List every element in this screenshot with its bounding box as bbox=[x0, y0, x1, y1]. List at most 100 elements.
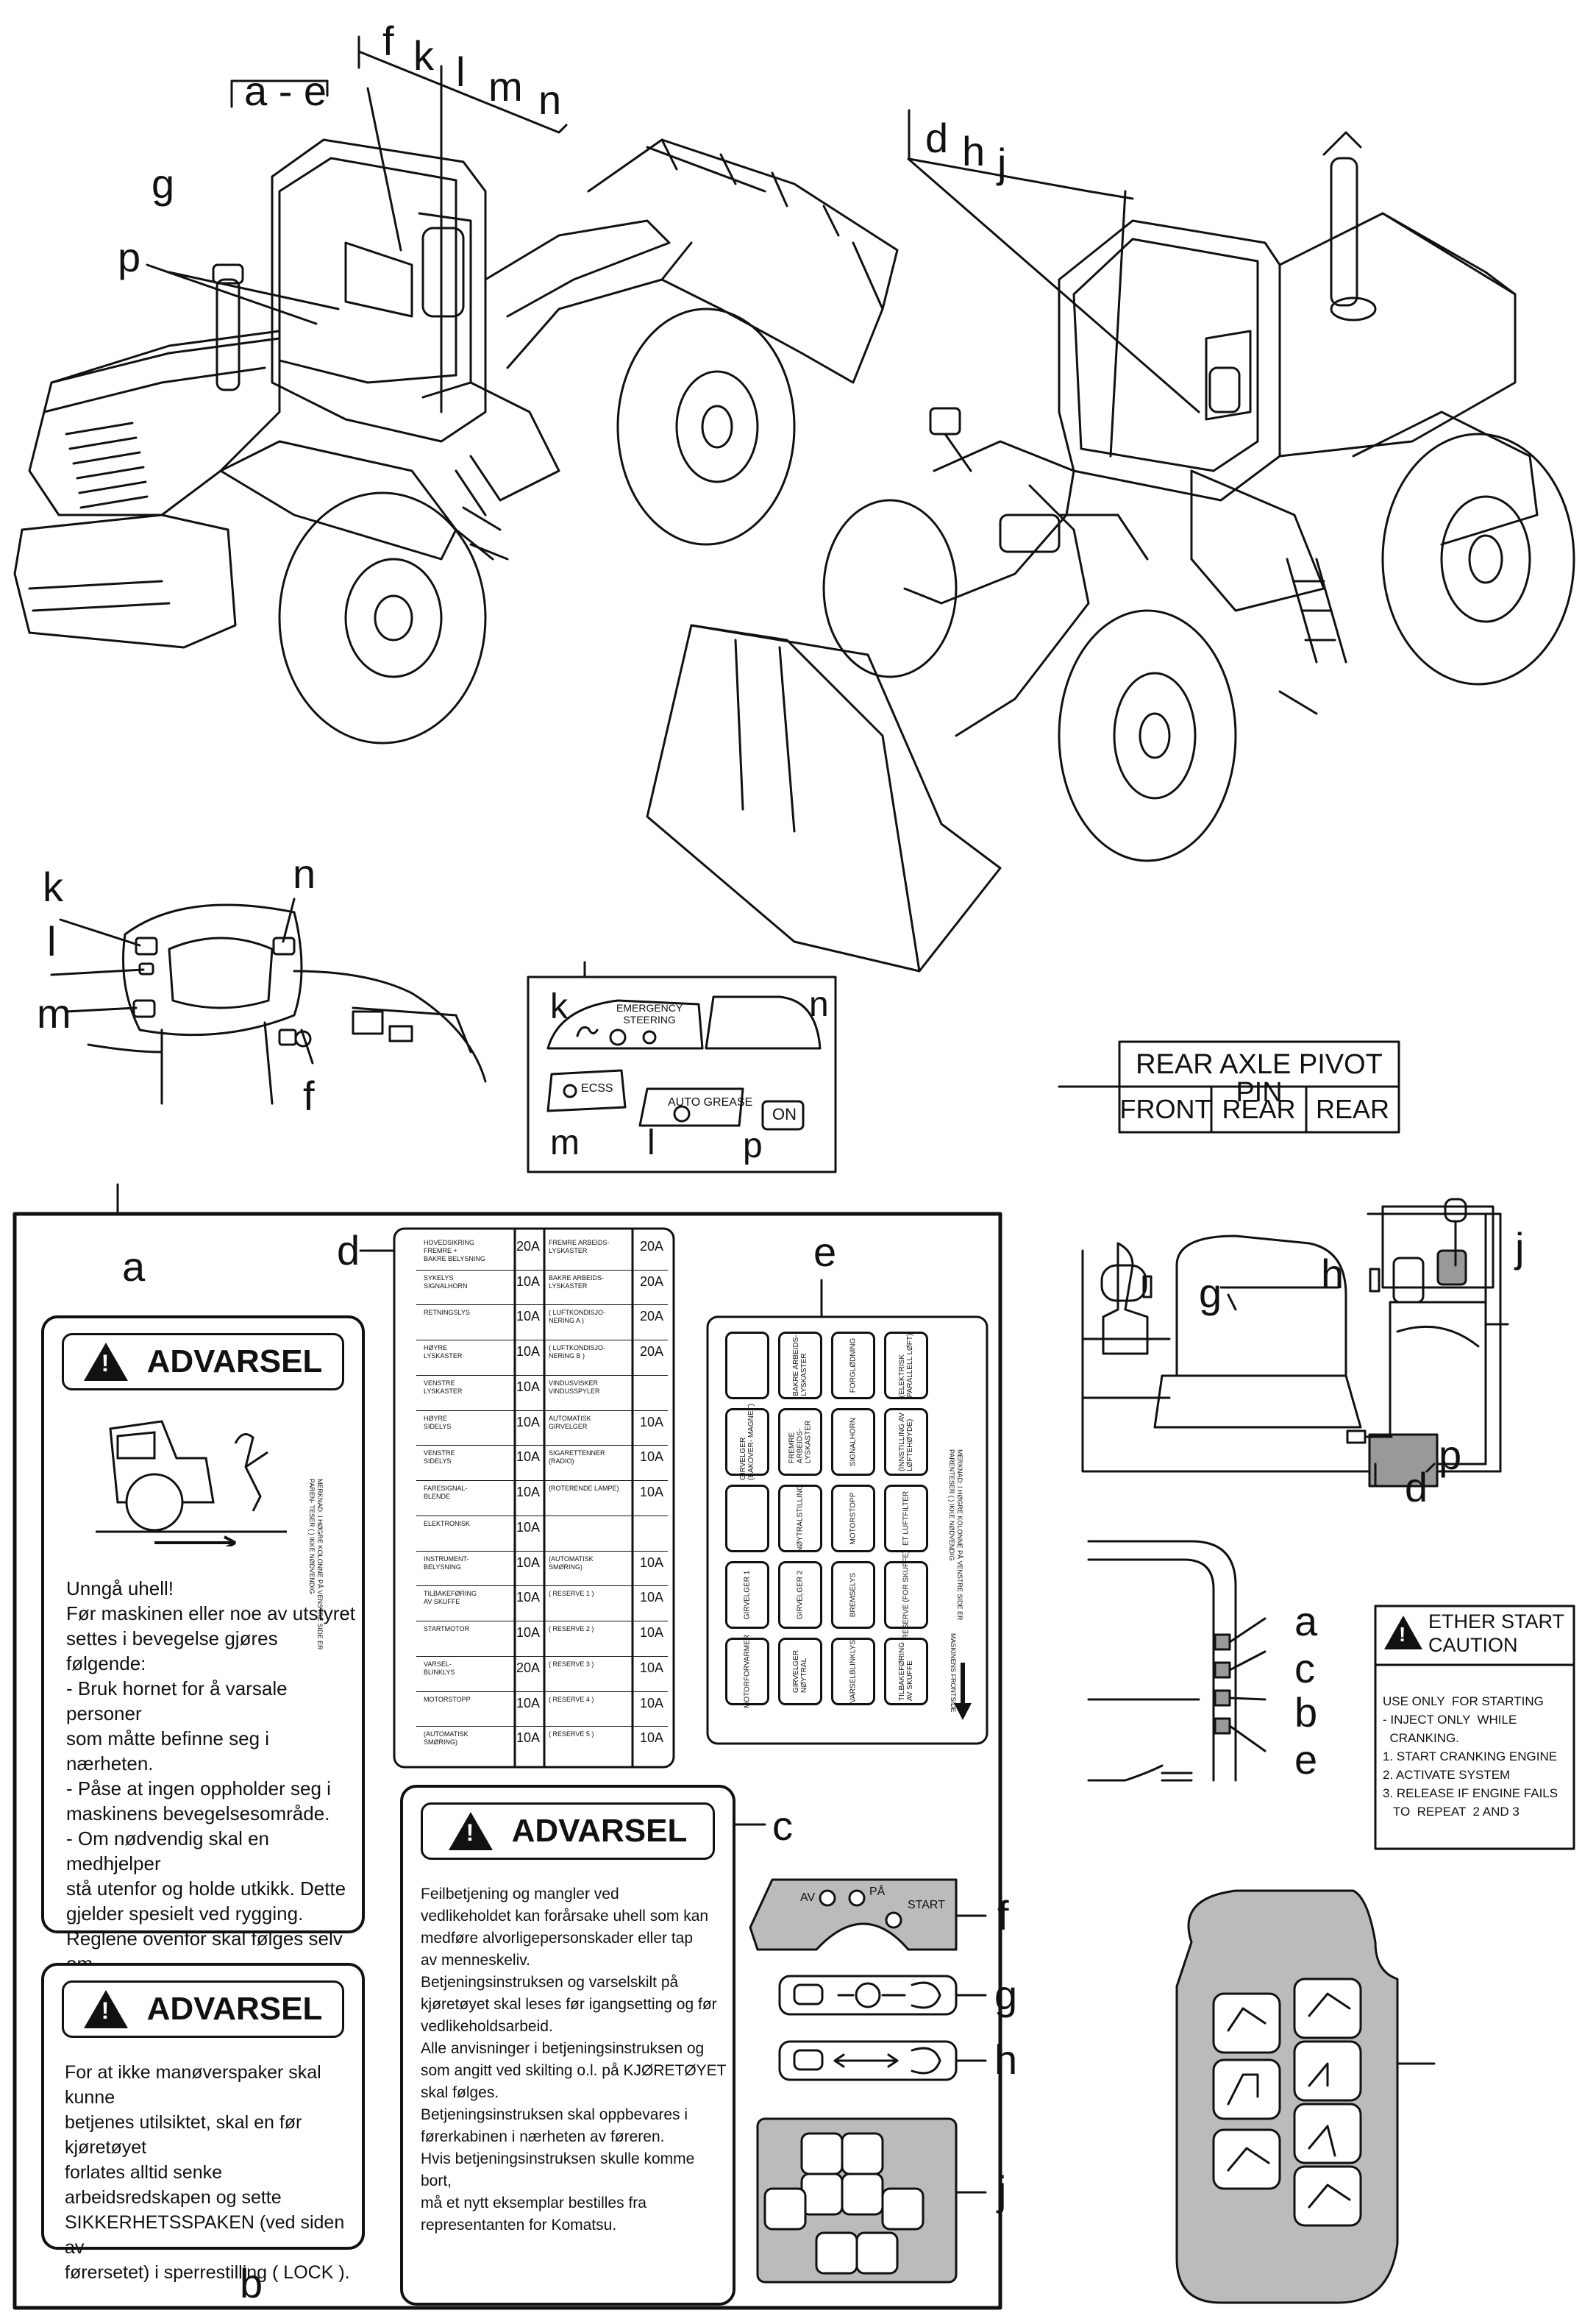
fuse-right-amp: 10A bbox=[639, 1730, 664, 1746]
fuse-right-label: AUTOMATISK GIRVELGER bbox=[549, 1414, 591, 1430]
pivot-title: REAR AXLE PIVOT PIN bbox=[1136, 1049, 1383, 1108]
fuse-right-label: ( RESERVE 4 ) bbox=[549, 1695, 594, 1703]
switch-panel-l: l bbox=[647, 1123, 655, 1162]
fuse-left-amp: 10A bbox=[516, 1485, 541, 1500]
fuse-row-divider bbox=[416, 1304, 668, 1306]
relay-cell: SIGNALHORN bbox=[831, 1408, 875, 1476]
relay-cell: NØYTRALSTILLING bbox=[778, 1485, 822, 1552]
fuse-left-label: VARSEL- BLINKLYS bbox=[424, 1660, 455, 1676]
relay-cell-label: RESERVE (FOR SKUFFE) bbox=[902, 1550, 911, 1640]
ether-title: ETHER START CAUTION bbox=[1428, 1610, 1565, 1656]
relay-cell: GIRVELGER NØYTRAL bbox=[778, 1638, 822, 1705]
fuse-left-label: ELEKTRONISK bbox=[424, 1519, 471, 1527]
callout-d2: d bbox=[337, 1227, 360, 1273]
fuse-right-amp: 10A bbox=[639, 1485, 664, 1500]
fuse-right-label: (ROTERENDE LAMPE) bbox=[549, 1485, 619, 1493]
callout-b4: b bbox=[1294, 1689, 1318, 1735]
relay-cell: GIRVELGER 2 bbox=[778, 1561, 822, 1629]
warning-triangle-icon: ! bbox=[83, 1990, 128, 2028]
callout-f2: f bbox=[303, 1073, 315, 1119]
fuse-right-amp: 10A bbox=[639, 1414, 664, 1429]
wheel-loader-front-view bbox=[646, 131, 1575, 973]
ecss-text: ECSS bbox=[581, 1082, 613, 1095]
callout-h3: h bbox=[1321, 1251, 1344, 1297]
relay-cell: ET LUFTFILTER bbox=[884, 1485, 928, 1552]
fuse-left-amp: 10A bbox=[516, 1590, 541, 1605]
fuse-row-divider bbox=[416, 1445, 668, 1446]
warning-body-b: For at ikke manøverspaker skal kunne bet… bbox=[65, 2062, 350, 2283]
relay-cell: (ELEKTRISK PARALLELL LØFT) bbox=[884, 1332, 928, 1399]
key-av-text: AV bbox=[800, 1891, 816, 1904]
relay-cell: FORGLØDNING bbox=[831, 1332, 875, 1399]
fuse-left-amp: 10A bbox=[516, 1449, 541, 1465]
callout-g: g bbox=[152, 160, 175, 207]
fuse-left-label: TILBAKEFØRING AV SKUFFE bbox=[424, 1590, 477, 1606]
callout-l2: l bbox=[47, 918, 57, 964]
relay-cell-label: FREMRE ARBEIDS- LYSKASTER bbox=[788, 1420, 813, 1464]
relay-cell-label: SIGNALHORN bbox=[849, 1417, 858, 1467]
relay-cell-label: (INNSTILLING AV LØFTEHØYDE) bbox=[898, 1413, 914, 1471]
fuse-left-label: SYKELYS SIGNALHORN bbox=[424, 1273, 468, 1290]
fuse-row-divider bbox=[416, 1691, 668, 1692]
fuse-left-label: RETNINGSLYS bbox=[424, 1309, 470, 1317]
callout-j-sw: j bbox=[997, 2167, 1007, 2214]
fuse-right-amp: 10A bbox=[639, 1625, 664, 1641]
fuse-left-amp: 20A bbox=[516, 1660, 541, 1675]
relay-cell: TILBAKEFØRING AV SKUFFE bbox=[884, 1638, 928, 1705]
warning-triangle-icon: ! bbox=[448, 1812, 493, 1850]
pivot-rear-2: REAR bbox=[1315, 1094, 1390, 1124]
callout-c: c bbox=[772, 1802, 793, 1849]
relay-cell: MOTORSTOPP bbox=[831, 1485, 875, 1552]
front-direction-arrow-icon bbox=[954, 1663, 972, 1720]
fuse-left-amp: 10A bbox=[516, 1273, 541, 1289]
fuse-right-amp: 20A bbox=[639, 1309, 664, 1324]
fuse-left-label: HØYRE LYSKASTER bbox=[424, 1344, 463, 1360]
fuse-row-divider bbox=[416, 1410, 668, 1411]
callout-f-sw: f bbox=[997, 1892, 1009, 1939]
fuse-left-amp: 10A bbox=[516, 1730, 541, 1746]
relay-cell: GIRVELGER (BAKOVER- MAGNET) bbox=[725, 1404, 769, 1480]
fuse-left-label: INSTRUMENT- BELYSNING bbox=[424, 1555, 469, 1571]
warning-header-a: ! ADVARSEL bbox=[62, 1333, 344, 1390]
warning-label-b: ! ADVARSEL For at ikke manøverspaker ska… bbox=[41, 1963, 365, 2283]
warning-body-c: Feilbetjening og mangler ved vedlikehold… bbox=[421, 1886, 727, 2234]
auto-grease-text: AUTO GREASE bbox=[668, 1096, 753, 1109]
key-start-text: START bbox=[908, 1899, 945, 1911]
relay-cell-label: ET LUFTFILTER bbox=[902, 1491, 911, 1546]
callout-j3: j bbox=[1515, 1224, 1525, 1271]
fuse-left-amp: 20A bbox=[516, 1239, 541, 1254]
callout-a: a bbox=[122, 1243, 146, 1290]
fuse-left-amp: 10A bbox=[516, 1379, 541, 1394]
fuse-left-label: FARESIGNAL- BLENDE bbox=[424, 1485, 468, 1501]
warning-header-b: ! ADVARSEL bbox=[62, 1980, 344, 2038]
relay-note: MERKNAD: I HØGRE KOLONNE PÅ VENSTRE SIDE… bbox=[948, 1449, 963, 1621]
fuse-left-label: VENSTRE LYSKASTER bbox=[424, 1379, 463, 1395]
relay-cell: RESERVE (FOR SKUFFE) bbox=[884, 1551, 928, 1639]
relay-cell-label: (ELEKTRISK PARALLELL LØFT) bbox=[898, 1333, 914, 1398]
steering-console-sketch bbox=[50, 898, 487, 1105]
relay-cell bbox=[725, 1332, 769, 1399]
fuse-left-label: STARTMOTOR bbox=[424, 1625, 470, 1633]
callout-g3: g bbox=[1199, 1270, 1222, 1316]
callout-d: d bbox=[925, 115, 949, 161]
fuse-right-label: (AUTOMATISK SMØRING) bbox=[549, 1555, 594, 1571]
relay-cell-label: BAKRE ARBEIDS- LYSKASTER bbox=[792, 1335, 808, 1396]
fuse-row-divider bbox=[416, 1726, 668, 1727]
fuse-left-label: MOTORSTOPP bbox=[424, 1695, 471, 1703]
fuse-row-divider bbox=[416, 1655, 668, 1657]
emergency-steering-text: EMERGENCY STEERING bbox=[616, 1002, 683, 1026]
relay-cell-label: GIRVELGER 1 bbox=[743, 1570, 752, 1620]
fuse-right-label: BAKRE ARBEIDS- LYSKASTER bbox=[549, 1273, 605, 1290]
fuse-right-label: ( RESERVE 2 ) bbox=[549, 1625, 594, 1633]
relay-cell-label: FORGLØDNING bbox=[849, 1337, 858, 1393]
callout-h: h bbox=[962, 128, 986, 174]
callout-d3: d bbox=[1405, 1464, 1428, 1510]
warning-title-c: ADVARSEL bbox=[511, 1813, 688, 1849]
relay-cell: MOTORFORVARMER bbox=[725, 1635, 769, 1708]
fuse-left-amp: 10A bbox=[516, 1695, 541, 1710]
relay-cell: GIRVELGER 1 bbox=[725, 1561, 769, 1629]
relay-cell-label: GIRVELGER 2 bbox=[796, 1570, 805, 1620]
relay-cell-label: GIRVELGER (BAKOVER- MAGNET) bbox=[739, 1404, 755, 1480]
fuse-table-note: MERKNAD: I HØGRE KOLONNE PÅ VENSTRE SIDE… bbox=[308, 1479, 324, 1650]
